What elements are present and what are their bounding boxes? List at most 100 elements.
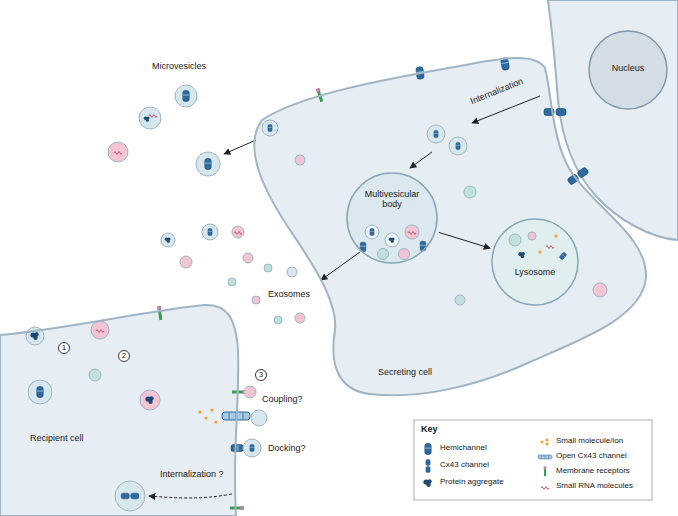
connexon-band	[456, 145, 460, 146]
protein-aggregate	[145, 396, 153, 404]
vesicle	[274, 316, 282, 324]
connexon	[268, 124, 272, 131]
small-rna	[408, 232, 416, 235]
vesicle	[108, 142, 128, 162]
lysosome: Lysosome	[491, 218, 579, 306]
vesicle	[385, 233, 399, 247]
vesicle-membrane	[202, 224, 218, 240]
legend-label: Small RNA molecules	[556, 482, 633, 491]
connexon-band	[370, 231, 374, 232]
aggregate-blob	[521, 255, 525, 259]
connexon	[556, 109, 566, 116]
hemichannel	[559, 252, 567, 260]
small-rna	[541, 487, 549, 490]
vesicle	[140, 390, 160, 410]
process-arrow	[439, 232, 490, 248]
callout-number: 2	[118, 350, 130, 362]
protein-aggregate	[423, 479, 431, 487]
lysosome-fill	[492, 219, 578, 305]
pore-band	[545, 455, 546, 459]
vesicle	[295, 313, 305, 323]
pore-band	[548, 455, 549, 459]
protein-aggregate	[518, 252, 525, 258]
connexon-band	[360, 246, 366, 247]
vesicle	[427, 125, 445, 143]
process-arrow	[410, 152, 432, 168]
vesicle-membrane	[232, 226, 244, 238]
hemichannel	[205, 159, 211, 170]
small-rna	[234, 232, 242, 235]
vesicle-membrane	[180, 256, 192, 268]
connexon	[250, 444, 254, 451]
nucleus: Nucleus	[588, 30, 668, 110]
pore-band	[229, 412, 230, 420]
process-arrow	[224, 140, 256, 154]
receptor-head	[316, 88, 321, 93]
vesicle	[175, 85, 197, 107]
aggregate-blob	[167, 240, 170, 243]
vesicle-membrane	[464, 186, 476, 198]
vesicle	[202, 224, 218, 240]
vesicle	[378, 249, 389, 260]
receptor-head	[157, 306, 161, 310]
hemichannel	[370, 228, 374, 235]
vesicle-membrane	[161, 233, 175, 247]
secreting-cell-label: Secreting cell	[378, 368, 468, 378]
vesicle	[399, 249, 410, 260]
recipient-cell: Recipient cell	[0, 300, 248, 516]
legend-label: Membrane receptors	[556, 467, 630, 476]
multivesicular-body-membrane	[347, 173, 437, 263]
recipient-cell-membrane	[0, 305, 238, 516]
protein-aggregate	[144, 116, 150, 121]
connexon	[205, 159, 211, 170]
connexon-band	[208, 231, 212, 232]
vesicle-membrane	[287, 267, 297, 277]
vesicle-membrane	[140, 390, 160, 410]
vesicle	[161, 233, 175, 247]
recipient-cell-fill	[0, 305, 238, 516]
hemichannel	[268, 124, 272, 131]
connexon-band	[268, 127, 272, 128]
vesicle	[180, 256, 192, 268]
aggregate-blob	[146, 119, 149, 122]
vesicle-membrane	[274, 316, 282, 324]
secreting-cell-outline	[240, 50, 652, 402]
connexon	[37, 387, 43, 398]
pore-band	[541, 455, 542, 459]
vesicle	[28, 380, 52, 404]
vesicle-membrane	[593, 283, 607, 297]
vesicle	[464, 186, 476, 198]
legend-title: Key	[421, 425, 438, 435]
vesicle	[252, 296, 260, 304]
connexon	[434, 130, 438, 137]
connexon-band	[562, 254, 565, 257]
vesicle	[593, 283, 607, 297]
vesicle	[262, 120, 278, 136]
callout-number: 1	[58, 342, 70, 354]
connexon	[183, 91, 189, 102]
small-molecule	[554, 234, 557, 237]
secreting-cell-membrane	[254, 58, 646, 395]
process-label: Microvesicles	[152, 62, 206, 72]
connexon-band	[501, 62, 508, 63]
connexon	[121, 493, 129, 499]
connexon-band	[183, 95, 189, 96]
hemichannel	[434, 130, 438, 137]
protein-aggregate	[165, 237, 171, 242]
connexon	[131, 493, 139, 499]
vesicle-membrane	[528, 232, 536, 240]
vesicle-membrane	[427, 125, 445, 143]
legend-frame	[414, 420, 652, 500]
vesicle-membrane	[455, 295, 465, 305]
vesicle	[455, 295, 465, 305]
vesicle	[139, 107, 161, 129]
compartment-fills	[0, 31, 667, 516]
illustration-items	[26, 57, 652, 511]
vesicle	[295, 155, 305, 165]
aggregate-blob	[391, 240, 394, 243]
connexon-band	[425, 448, 431, 449]
open-pore	[538, 455, 552, 459]
connexon	[231, 445, 243, 452]
vesicle-membrane	[295, 313, 305, 323]
